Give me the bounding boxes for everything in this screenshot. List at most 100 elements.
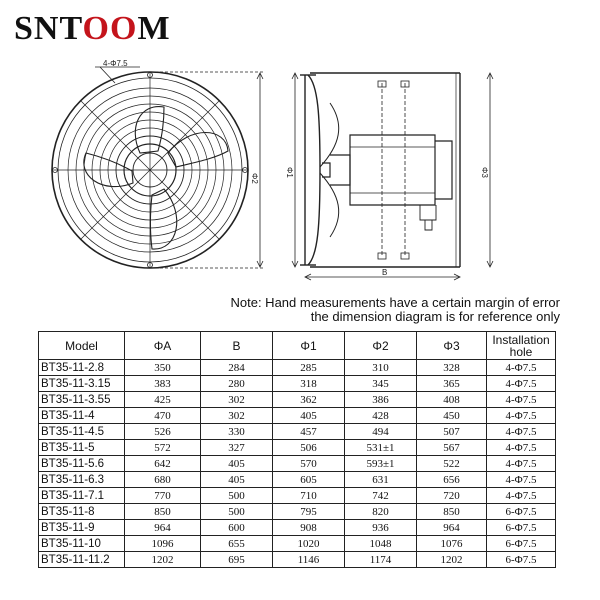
value-cell: 1202 [416, 551, 487, 568]
value-cell: 1202 [124, 551, 201, 568]
model-cell: BT35-11-4 [38, 407, 125, 424]
value-cell: 494 [344, 423, 417, 440]
value-cell: 720 [416, 487, 487, 504]
value-cell: 710 [272, 487, 345, 504]
column-header: Φ2 [344, 331, 417, 360]
value-cell: 405 [272, 407, 345, 424]
side-blades [319, 102, 340, 238]
value-cell: 642 [124, 455, 201, 472]
value-cell: 4-Φ7.5 [486, 391, 556, 408]
fan-blades [83, 106, 229, 250]
model-cell: BT35-11-2.8 [38, 359, 125, 376]
value-cell: 405 [200, 471, 273, 488]
value-cell: 936 [344, 519, 417, 536]
value-cell: 450 [416, 407, 487, 424]
value-cell: 428 [344, 407, 417, 424]
value-cell: 6-Φ7.5 [486, 551, 556, 568]
front-dim-phi2: Φ2 [250, 173, 259, 184]
value-cell: 328 [416, 359, 487, 376]
value-cell: 1096 [124, 535, 201, 552]
value-cell: 572 [124, 439, 201, 456]
value-cell: 1174 [344, 551, 417, 568]
mount-holes [52, 72, 248, 268]
logo-text-prefix: SNT [14, 10, 83, 47]
value-cell: 593±1 [344, 455, 417, 472]
side-dim-phi1: Φ1 [285, 167, 294, 178]
value-cell: 4-Φ7.5 [486, 375, 556, 392]
note-line-2: the dimension diagram is for reference o… [310, 308, 560, 324]
value-cell: 908 [272, 519, 345, 536]
value-cell: 600 [200, 519, 273, 536]
value-cell: 850 [124, 503, 201, 520]
value-cell: 6-Φ7.5 [486, 519, 556, 536]
value-cell: 680 [124, 471, 201, 488]
column-header: Installation hole [486, 331, 556, 360]
value-cell: 4-Φ7.5 [486, 439, 556, 456]
value-cell: 1146 [272, 551, 345, 568]
value-cell: 695 [200, 551, 273, 568]
front-dimension-lines [95, 66, 264, 269]
value-cell: 570 [272, 455, 345, 472]
value-cell: 383 [124, 375, 201, 392]
measurement-note: Note: Hand measurements have a certain m… [231, 296, 561, 323]
value-cell: 795 [272, 503, 345, 520]
value-cell: 1048 [344, 535, 417, 552]
value-cell: 4-Φ7.5 [486, 455, 556, 472]
value-cell: 280 [200, 375, 273, 392]
value-cell: 507 [416, 423, 487, 440]
model-cell: BT35-11-6.3 [38, 471, 125, 488]
guard-struts [52, 72, 248, 268]
side-view [291, 72, 494, 281]
value-cell: 4-Φ7.5 [486, 471, 556, 488]
value-cell: 742 [344, 487, 417, 504]
value-cell: 6-Φ7.5 [486, 535, 556, 552]
value-cell: 4-Φ7.5 [486, 487, 556, 504]
value-cell: 964 [124, 519, 201, 536]
model-cell: BT35-11-4.5 [38, 423, 125, 440]
value-cell: 405 [200, 455, 273, 472]
value-cell: 567 [416, 439, 487, 456]
model-cell: BT35-11-7.1 [38, 487, 125, 504]
value-cell: 820 [344, 503, 417, 520]
side-dimension-lines [291, 72, 494, 281]
value-cell: 655 [200, 535, 273, 552]
value-cell: 285 [272, 359, 345, 376]
value-cell: 4-Φ7.5 [486, 407, 556, 424]
value-cell: 1076 [416, 535, 487, 552]
note-line-1: Note: Hand measurements have a certain m… [230, 295, 561, 310]
value-cell: 1020 [272, 535, 345, 552]
value-cell: 345 [344, 375, 417, 392]
side-dim-phi3: Φ3 [480, 167, 489, 178]
value-cell: 310 [344, 359, 417, 376]
value-cell: 302 [200, 391, 273, 408]
value-cell: 386 [344, 391, 417, 408]
value-cell: 500 [200, 503, 273, 520]
model-cell: BT35-11-5.6 [38, 455, 125, 472]
motor [322, 134, 453, 231]
value-cell: 850 [416, 503, 487, 520]
value-cell: 302 [200, 407, 273, 424]
value-cell: 408 [416, 391, 487, 408]
model-cell: BT35-11-5 [38, 439, 125, 456]
model-cell: BT35-11-9 [38, 519, 125, 536]
technical-drawing: 4-Φ7.5 Φ2 [51, 59, 494, 281]
value-cell: 457 [272, 423, 345, 440]
column-header: B [200, 331, 273, 360]
value-cell: 656 [416, 471, 487, 488]
value-cell: 526 [124, 423, 201, 440]
motor-brackets [377, 80, 410, 260]
hole-spec-label: 4-Φ7.5 [103, 59, 128, 68]
value-cell: 350 [124, 359, 201, 376]
value-cell: 522 [416, 455, 487, 472]
value-cell: 4-Φ7.5 [486, 359, 556, 376]
